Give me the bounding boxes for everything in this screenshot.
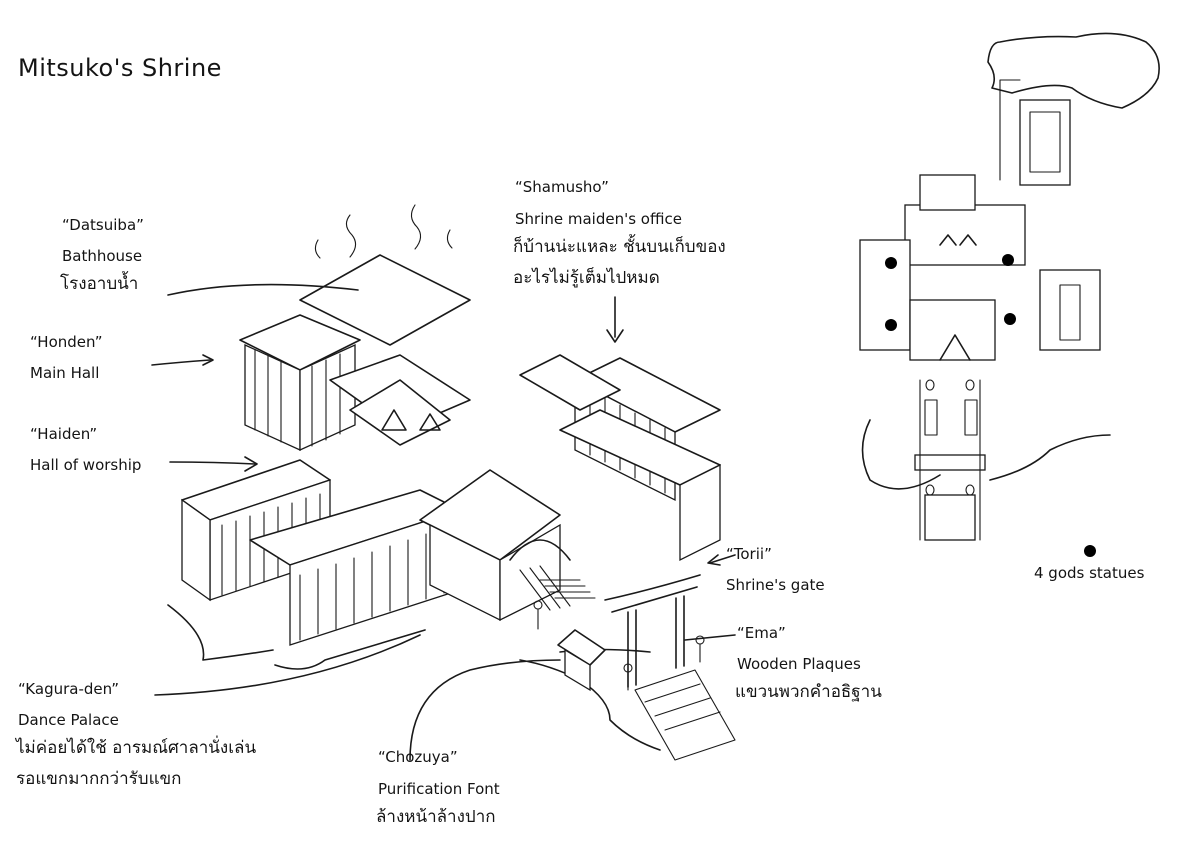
statue-dot — [885, 257, 897, 269]
ema-en: Wooden Plaques — [737, 655, 861, 673]
chozuya-name: “Chozuya” — [378, 748, 458, 766]
datsuiba-th: โรงอาบน้ำ — [60, 274, 139, 294]
shamusho-name: “Shamusho” — [515, 178, 609, 196]
page-title: Mitsuko's Shrine — [18, 54, 222, 82]
legend-text: 4 gods statues — [1034, 564, 1145, 582]
shamusho-th1: ก็บ้านน่ะแหละ ชั้นบนเก็บของ — [513, 237, 726, 257]
kagura-th2: รอแขกมากกว่ารับแขก — [16, 769, 182, 789]
kagura-en: Dance Palace — [18, 711, 119, 729]
ema-th: แขวนพวกคำอธิฐาน — [735, 682, 882, 702]
chozuya-th: ล้างหน้าล้างปาก — [376, 807, 496, 827]
shrine-compound-drawing — [167, 204, 736, 761]
statue-dot — [885, 319, 897, 331]
torii-name: “Torii” — [726, 545, 772, 563]
floor-plan-drawing — [859, 32, 1160, 541]
haiden-en: Hall of worship — [30, 456, 142, 474]
honden-name: “Honden” — [30, 333, 103, 351]
kagura-name: “Kagura-den” — [18, 680, 120, 698]
shamusho-th2: อะไรไม่รู้เต็มไปหมด — [513, 268, 660, 288]
haiden-name: “Haiden” — [30, 425, 98, 443]
torii-en: Shrine's gate — [726, 576, 825, 594]
chozuya-en: Purification Font — [378, 780, 500, 798]
datsuiba-name: “Datsuiba” — [62, 216, 144, 234]
legend-dot — [1084, 545, 1096, 557]
datsuiba-en: Bathhouse — [62, 247, 143, 265]
ema-name: “Ema” — [737, 624, 786, 642]
kagura-th1: ไม่ค่อยได้ใช้ อารมณ์ศาลานั่งเล่น — [16, 738, 257, 758]
statue-dot — [1004, 313, 1016, 325]
shamusho-en: Shrine maiden's office — [515, 210, 682, 228]
honden-en: Main Hall — [30, 364, 100, 382]
leader-lines — [151, 283, 736, 761]
statue-dot — [1002, 254, 1014, 266]
